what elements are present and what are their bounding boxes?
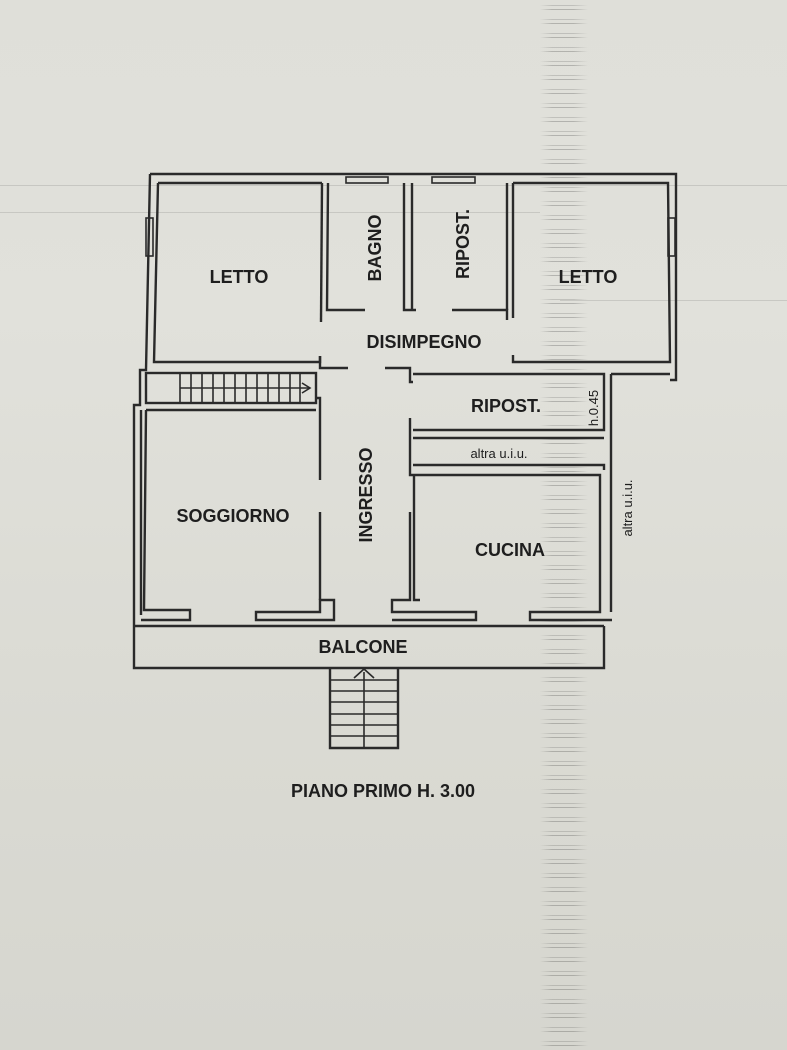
window-left-letto	[145, 217, 154, 257]
room-label-ripost-top: RIPOST.	[453, 209, 473, 279]
room-label-balcone: BALCONE	[319, 637, 408, 657]
outer-wall	[132, 172, 678, 670]
window-top-ripost	[431, 176, 476, 184]
disimpegno-walls	[385, 366, 670, 470]
scan-artifact-line	[0, 212, 540, 213]
room-ripost-mid	[413, 436, 606, 470]
label-altra-uiu-horizontal: altra u.i.u.	[470, 446, 527, 461]
scan-artifact-line	[560, 300, 787, 301]
room-label-soggiorno: SOGGIORNO	[176, 506, 289, 526]
external-staircase	[328, 667, 400, 750]
plan-title: PIANO PRIMO H. 3.00	[291, 781, 475, 801]
room-label-letto-right: LETTO	[559, 267, 618, 287]
ingresso-walls	[390, 418, 478, 622]
room-label-cucina: CUCINA	[475, 540, 545, 560]
internal-staircase	[144, 371, 322, 480]
room-cucina	[412, 470, 613, 622]
scan-artifact-line	[0, 185, 787, 186]
room-label-ripost-mid: RIPOST.	[471, 396, 541, 416]
room-ripost-top	[410, 183, 509, 320]
room-label-ingresso: INGRESSO	[356, 447, 376, 542]
label-altra-uiu-vertical: altra u.i.u.	[620, 479, 635, 536]
room-soggiorno	[141, 408, 336, 622]
height-note-label: h.0.45	[586, 390, 601, 426]
window-top-bagno	[345, 176, 389, 184]
room-label-disimpegno: DISIMPEGNO	[366, 332, 481, 352]
room-letto-right	[511, 181, 672, 364]
room-label-bagno: BAGNO	[365, 215, 385, 282]
room-letto-left	[152, 182, 348, 370]
room-label-letto-left: LETTO	[210, 267, 269, 287]
